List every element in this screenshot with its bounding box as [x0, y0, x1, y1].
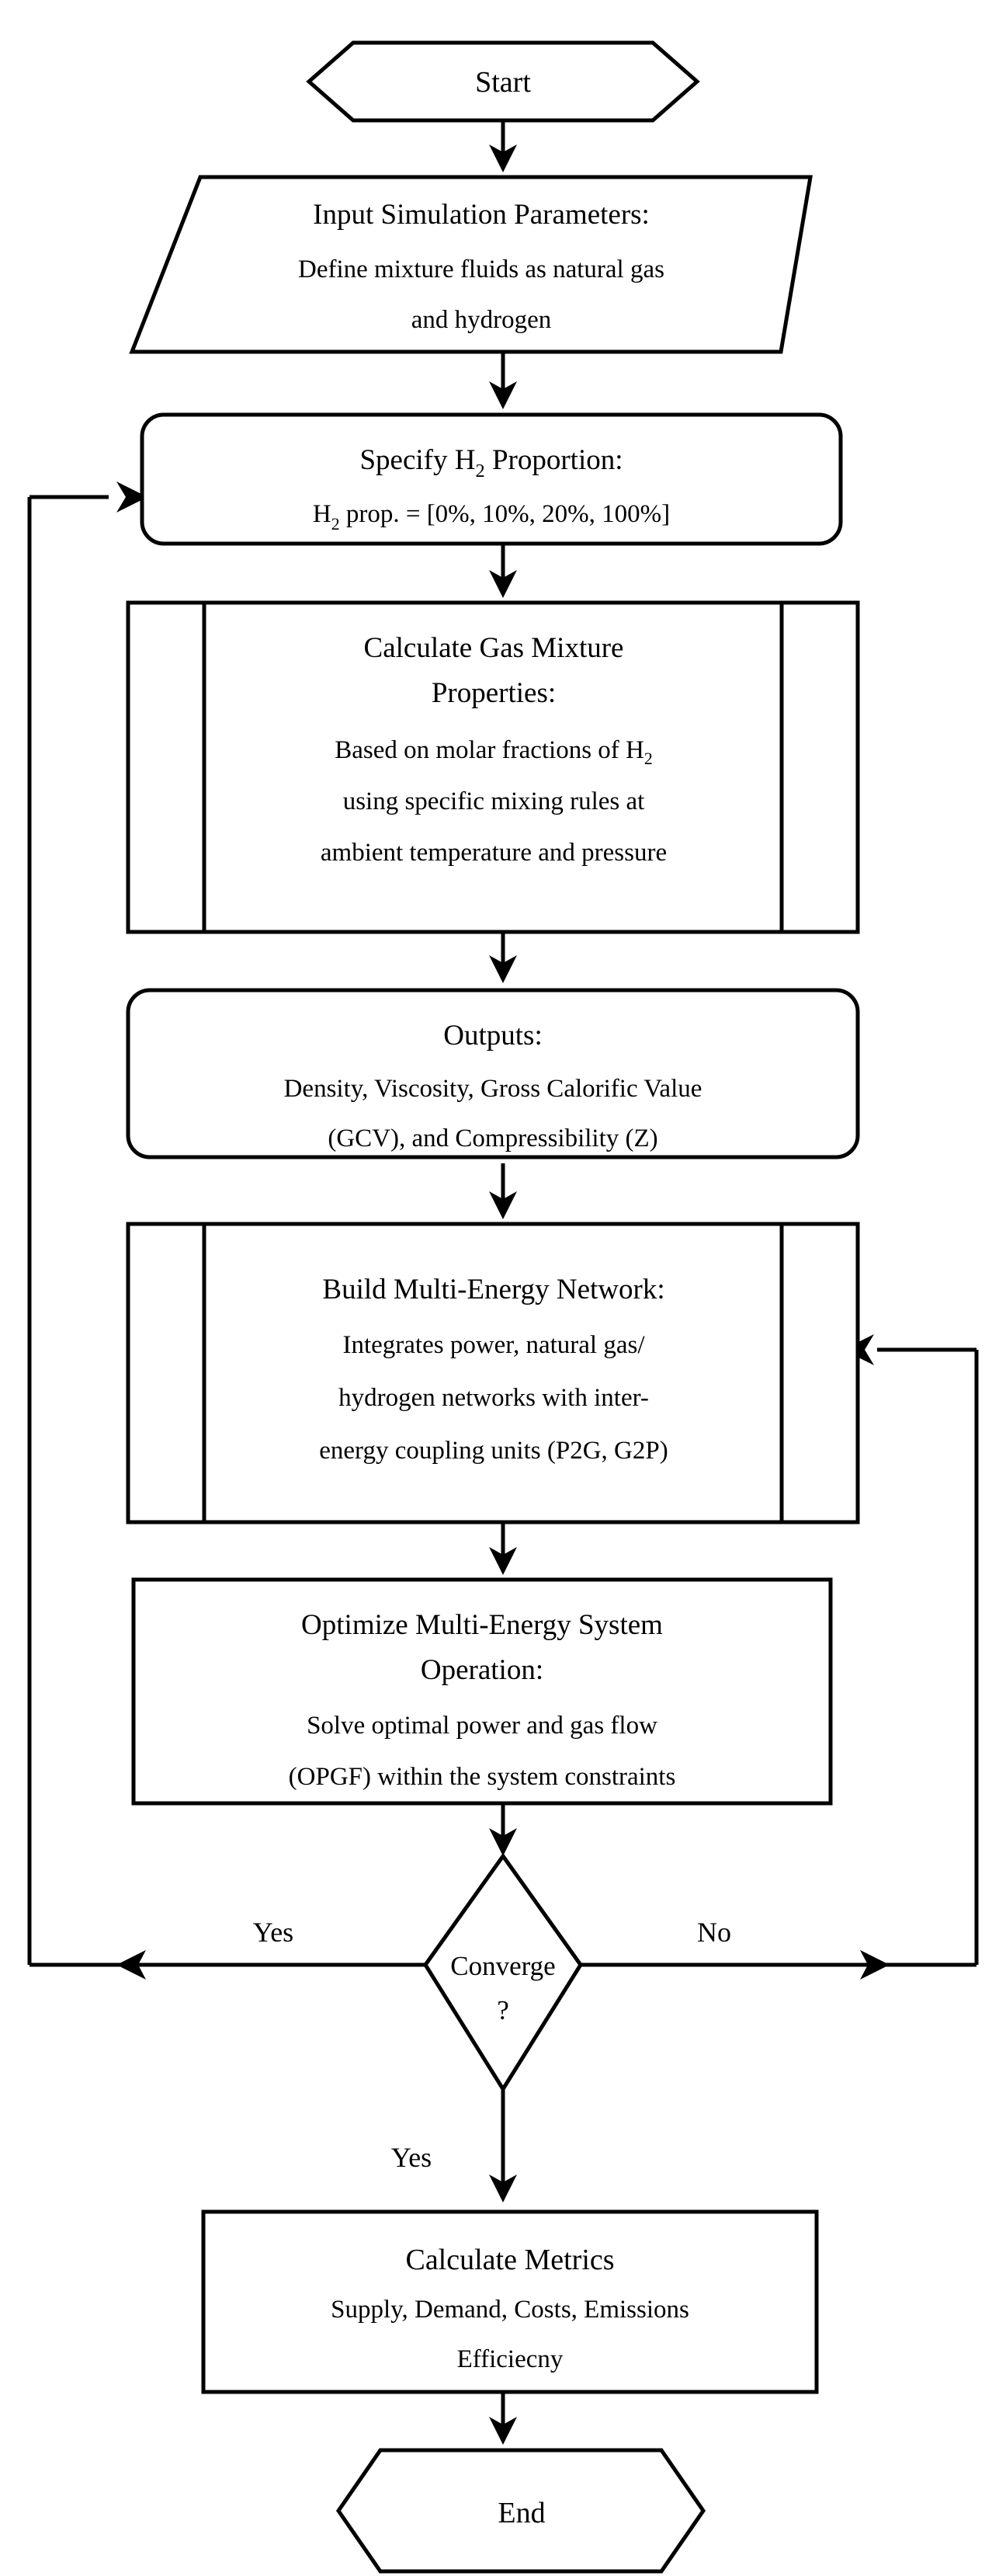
node-end-label: End: [498, 2497, 545, 2529]
connector-input-to-specify: [489, 352, 517, 409]
connector-outputs-to-build: [489, 1163, 517, 1219]
node-calculate-body-line-1-pre: Based on molar fractions of H: [335, 736, 644, 764]
connector-converge-yes-loopback: [27, 481, 425, 1980]
node-specify-title: Specify H2 Proportion:: [359, 444, 623, 481]
connector-converge-yes-to-metrics: [489, 2089, 517, 2202]
node-metrics-line-1: Supply, Demand, Costs, Emissions: [331, 2296, 689, 2324]
node-outputs-title: Outputs:: [443, 1020, 542, 1052]
node-outputs[interactable]: Outputs: Density, Viscosity, Gross Calor…: [126, 988, 860, 1159]
node-optimize-title-line-1: Optimize Multi-Energy System: [301, 1609, 663, 1641]
node-build-line-2: hydrogen networks with inter-: [338, 1384, 649, 1412]
node-specify-body-subscript: 2: [331, 515, 340, 534]
node-input-simulation-parameters[interactable]: Input Simulation Parameters: Define mixt…: [129, 175, 813, 354]
node-converge-decision[interactable]: Converge ?: [422, 1852, 584, 2093]
node-start-label: Start: [475, 66, 531, 99]
connector-optimize-to-converge: [489, 1803, 517, 1856]
node-input-line-2: and hydrogen: [411, 306, 552, 334]
node-calculate-gas-mixture-properties[interactable]: Calculate Gas Mixture Properties: Based …: [126, 600, 860, 934]
node-build-title: Build Multi-Energy Network:: [322, 1274, 664, 1305]
node-start[interactable]: Start: [306, 40, 700, 123]
node-specify-title-subscript: 2: [475, 461, 484, 481]
connector-build-to-optimize: [489, 1522, 517, 1575]
node-specify-body-post: prop. = [0%, 10%, 20%, 100%]: [340, 500, 671, 528]
edge-label-yes-left: Yes: [253, 1917, 293, 1948]
node-specify-h2-proportion[interactable]: Specify H2 Proportion: H2 prop. = [0%, 1…: [140, 412, 843, 546]
node-calculate-body-line-1-subscript: 2: [644, 749, 653, 768]
node-outputs-line-1: Density, Viscosity, Gross Calorific Valu…: [284, 1075, 702, 1103]
edge-label-yes-down: Yes: [391, 2142, 432, 2173]
edge-label-no-right: No: [697, 1917, 731, 1948]
node-build-multi-energy-network[interactable]: Build Multi-Energy Network: Integrates p…: [126, 1222, 860, 1524]
node-specify-title-pre: Specify H: [359, 444, 475, 476]
node-calculate-body-line-3: ambient temperature and pressure: [321, 839, 667, 867]
node-optimize-line-2: (OPGF) within the system constraints: [289, 1763, 676, 1791]
node-input-title: Input Simulation Parameters:: [313, 199, 650, 231]
connector-calculate-to-outputs: [489, 932, 517, 983]
node-calculate-body-line-1: Based on molar fractions of H2: [335, 736, 653, 768]
node-converge-label-line-1: Converge: [450, 1951, 555, 1981]
node-outputs-line-2: (GCV), and Compressibility (Z): [328, 1125, 657, 1152]
node-build-line-3: energy coupling units (P2G, G2P): [319, 1437, 668, 1465]
node-specify-body: H2 prop. = [0%, 10%, 20%, 100%]: [313, 500, 670, 534]
node-calculate-metrics[interactable]: Calculate Metrics Supply, Demand, Costs,…: [201, 2209, 819, 2394]
node-metrics-line-2: Efficiecny: [457, 2345, 564, 2373]
connector-specify-to-calculate: [489, 544, 517, 598]
connector-start-to-input: [489, 120, 517, 172]
node-calculate-title-line-1: Calculate Gas Mixture: [364, 632, 624, 664]
node-specify-body-pre: H: [313, 500, 331, 528]
node-converge-label-line-2: ?: [497, 1995, 509, 2025]
node-optimize-multi-energy-system-operation[interactable]: Optimize Multi-Energy System Operation: …: [131, 1577, 833, 1806]
node-end[interactable]: End: [335, 2448, 706, 2574]
node-calculate-title-line-2: Properties:: [432, 677, 556, 709]
node-input-line-1: Define mixture fluids as natural gas: [298, 256, 664, 283]
node-metrics-title: Calculate Metrics: [405, 2244, 614, 2276]
node-build-line-1: Integrates power, natural gas/: [342, 1331, 645, 1359]
connector-metrics-to-end: [489, 2392, 517, 2445]
node-calculate-body-line-2: using specific mixing rules at: [343, 787, 645, 815]
node-optimize-line-1: Solve optimal power and gas flow: [307, 1712, 657, 1740]
node-optimize-title-line-2: Operation:: [421, 1654, 543, 1686]
node-specify-title-post: Proportion:: [485, 444, 623, 476]
